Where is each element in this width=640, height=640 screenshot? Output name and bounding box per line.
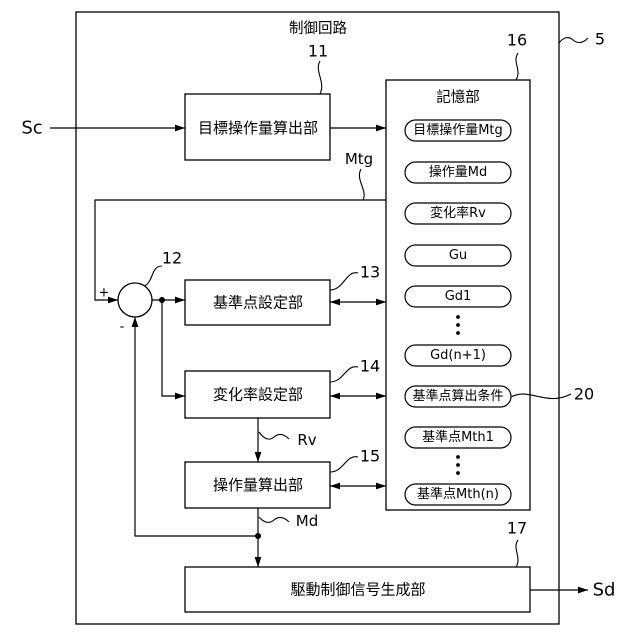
memory-item-label: 変化率Rv xyxy=(430,205,486,221)
drive-signal-gen-label: 駆動制御信号生成部 xyxy=(290,581,425,599)
memory-item-label: 基準点Mth1 xyxy=(422,429,494,445)
ref-11-label: 11 xyxy=(308,42,328,61)
memory-item: 変化率Rv xyxy=(405,203,511,224)
ref-13-label: 13 xyxy=(360,263,380,282)
rate-setting-label: 変化率設定部 xyxy=(213,386,303,404)
input-signal-sc: Sc xyxy=(21,118,42,139)
rv-signal-label: Rv xyxy=(297,431,316,449)
memory-item: 目標操作量Mtg xyxy=(405,120,511,141)
ref-5-leader xyxy=(559,38,588,43)
memory-item: 基準点算出条件 xyxy=(405,386,511,407)
ref-15-label: 15 xyxy=(360,447,380,466)
memory-item: 基準点Mth1 xyxy=(405,427,511,448)
memory-item-label: 基準点Mth(n) xyxy=(417,486,499,502)
operation-calc-label: 操作量算出部 xyxy=(213,476,303,494)
output-signal-sd: Sd xyxy=(593,580,616,601)
ref-17-label: 17 xyxy=(507,519,527,538)
ref-5-label: 5 xyxy=(595,30,605,49)
ref-20-label: 20 xyxy=(574,385,594,404)
memory-item-label: Gd1 xyxy=(445,289,472,304)
ref-14-label: 14 xyxy=(360,357,380,376)
memory-item: 基準点Mth(n) xyxy=(405,484,511,505)
target-calc-label: 目標操作量算出部 xyxy=(198,119,318,137)
memory-item: Gd1 xyxy=(405,286,511,307)
ref-12-label: 12 xyxy=(162,249,182,268)
memory-item-label: Gd(n+1) xyxy=(430,348,486,363)
junction-minus-sign: - xyxy=(120,320,125,335)
memory-item: Gd(n+1) xyxy=(405,345,511,366)
memory-item: Gu xyxy=(405,245,511,266)
memory-item-label: Gu xyxy=(449,248,467,263)
md-signal-label: Md xyxy=(296,512,318,530)
memory-item-label: 目標操作量Mtg xyxy=(413,122,503,138)
mtg-signal-label: Mtg xyxy=(345,150,373,168)
ref-16-label: 16 xyxy=(507,31,527,50)
memory-item-label: 操作量Md xyxy=(429,164,487,180)
base-point-setting-label: 基準点設定部 xyxy=(213,294,303,312)
ellipsis-dots xyxy=(456,455,460,475)
memory-item-label: 基準点算出条件 xyxy=(412,388,503,404)
memory-label: 記憶部 xyxy=(436,89,480,106)
summing-junction xyxy=(118,283,152,317)
ellipsis-dots xyxy=(456,315,460,335)
junction-plus-sign: + xyxy=(99,286,110,301)
control-circuit-title: 制御回路 xyxy=(289,20,347,37)
memory-item: 操作量Md xyxy=(405,162,511,183)
